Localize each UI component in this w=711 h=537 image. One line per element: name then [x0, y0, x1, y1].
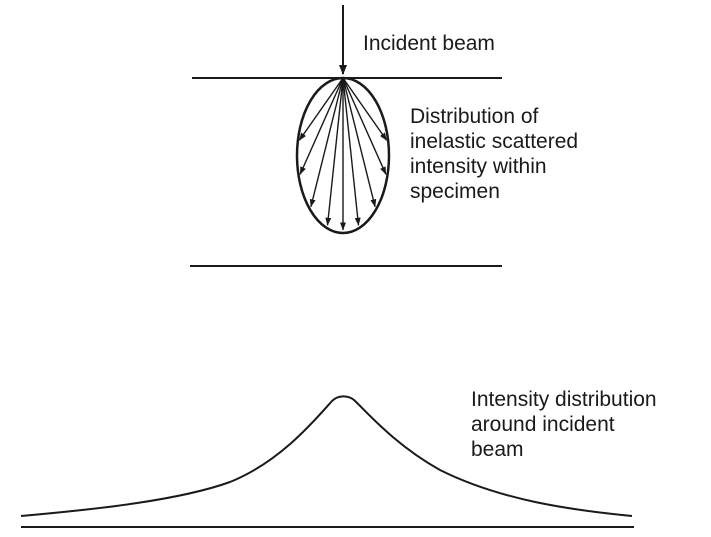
intensity-distribution-label-line: Intensity distribution [471, 388, 657, 411]
scattered-intensity-arrow [325, 77, 344, 226]
scattered-intensity-arrow [342, 77, 377, 208]
scattered-intensity-arrow [299, 77, 344, 175]
scattered-intensity-arrow [342, 77, 388, 141]
scattered-distribution-label-line: Distribution of [410, 105, 539, 128]
scattered-intensity-arrow [298, 77, 344, 141]
scattered-intensity-arrow [342, 77, 387, 175]
scattered-distribution-label-line: specimen [410, 180, 500, 203]
intensity-distribution-label-line: around incident [471, 413, 615, 436]
intensity-distribution-curve [20, 395, 633, 517]
intensity-distribution-label-line: beam [471, 438, 524, 461]
scattered-distribution-label: Distribution of inelastic scattered inte… [410, 104, 578, 204]
incident-beam-label-text: Incident beam [363, 32, 495, 55]
scattered-intensity-arrow [342, 77, 361, 226]
intensity-distribution-label: Intensity distribution around incident b… [471, 387, 657, 462]
scattered-arrows-group [298, 77, 388, 231]
scattered-distribution-label-line: inelastic scattered [410, 130, 579, 153]
scattered-intensity-arrow [309, 77, 344, 208]
scattered-distribution-label-line: intensity within [410, 155, 547, 178]
incident-beam-label: Incident beam [363, 31, 495, 56]
